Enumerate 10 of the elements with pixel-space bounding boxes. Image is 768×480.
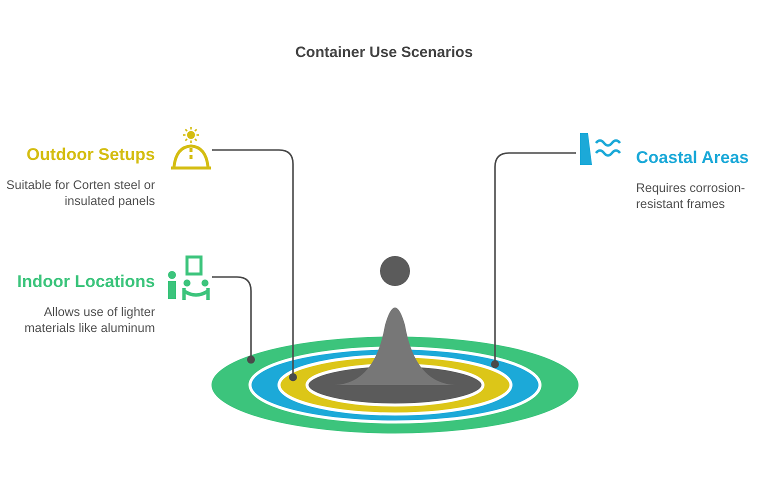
- leader-line: [212, 276, 255, 364]
- leader-line: [212, 149, 297, 382]
- heading: Outdoor Setups: [26, 145, 155, 165]
- heading: Coastal Areas: [636, 148, 749, 168]
- leader-line: [491, 152, 576, 368]
- description: Allows use of lighter materials like aluminum: [23, 304, 155, 336]
- title: Container Use Scenarios: [295, 44, 473, 61]
- description: Requires corrosion-resistant frames: [636, 180, 746, 212]
- heading: Indoor Locations: [17, 272, 155, 292]
- description: Suitable for Corten steel or insulated panels: [5, 177, 155, 209]
